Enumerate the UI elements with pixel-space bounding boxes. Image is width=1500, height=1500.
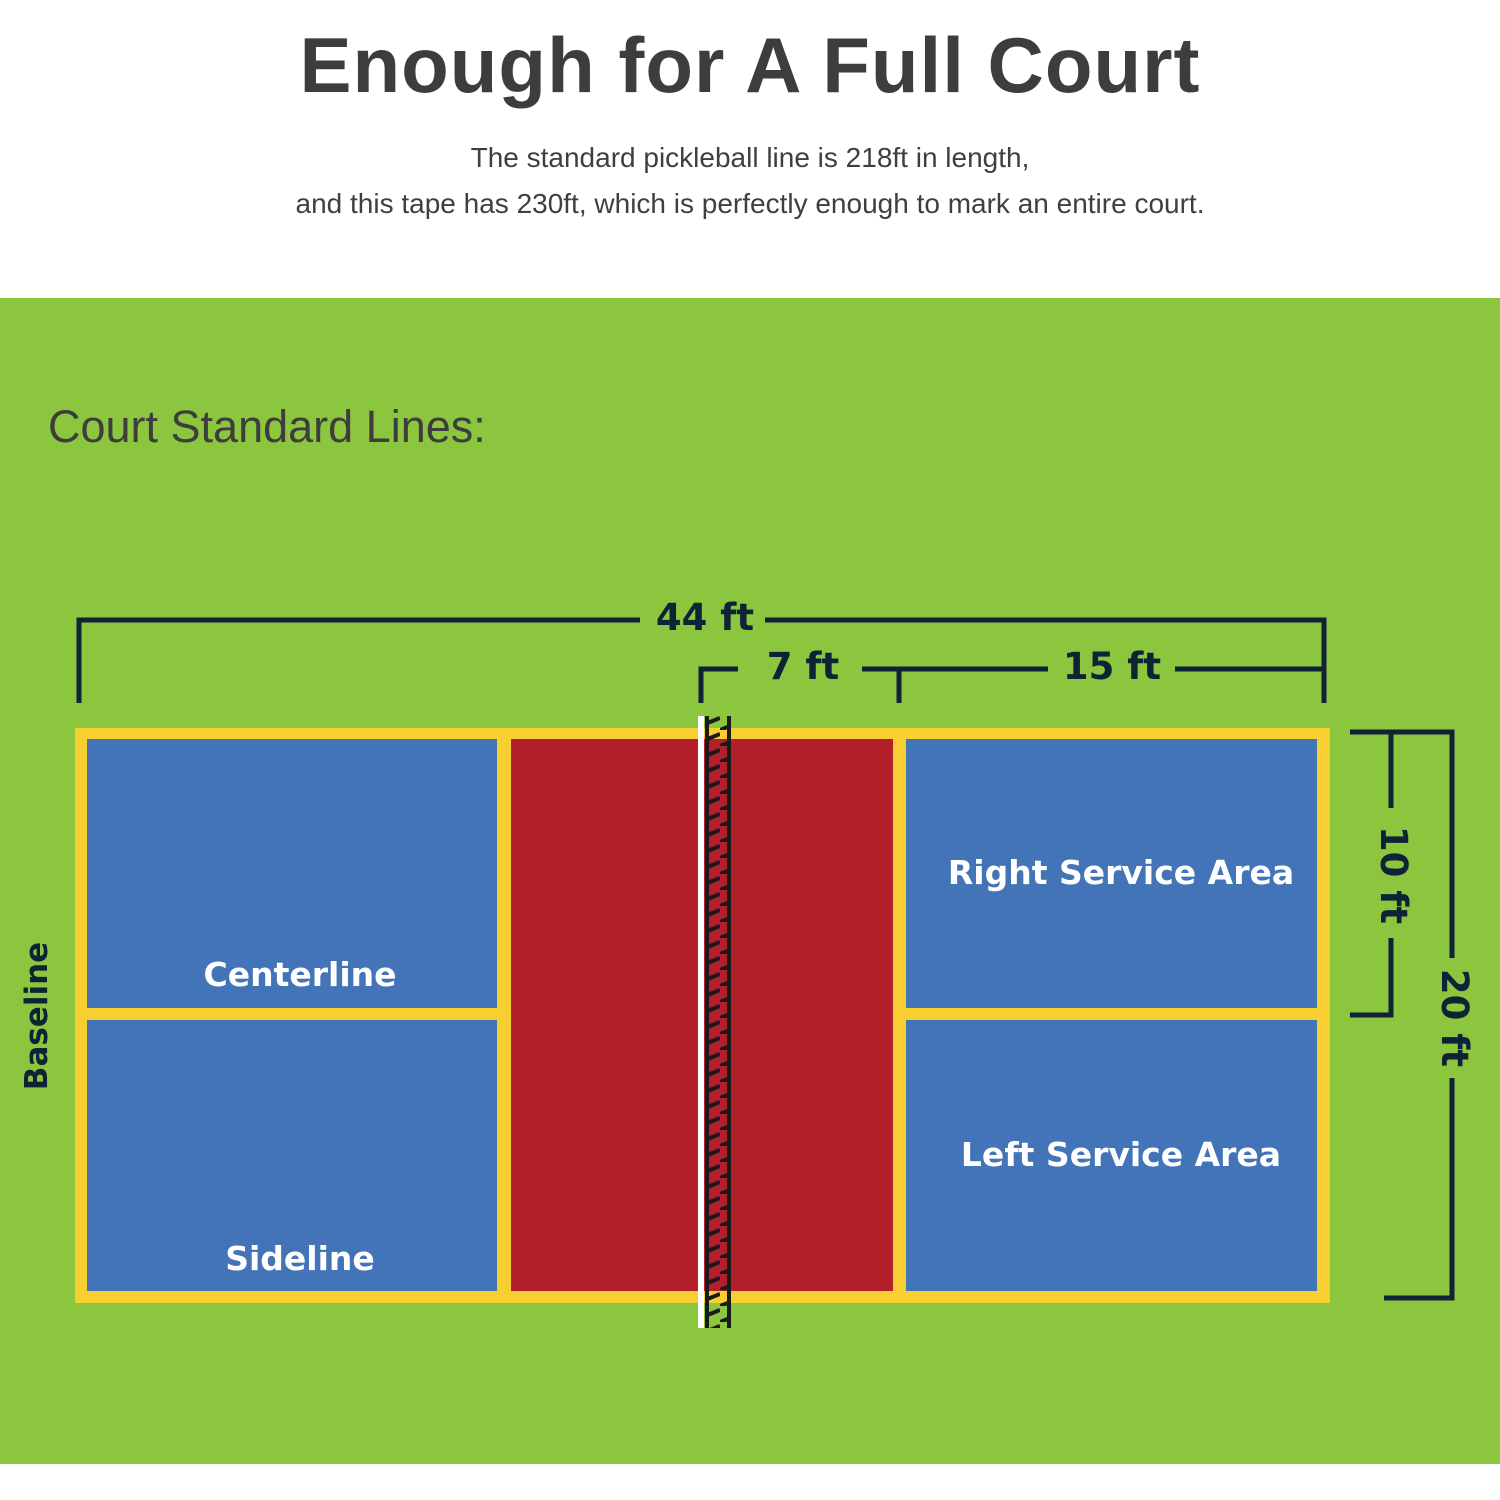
baseline-label: Baseline xyxy=(19,942,55,1090)
dim-20ft-line-bottom xyxy=(1384,1078,1455,1301)
dim-44ft-label: 44 ft xyxy=(656,596,754,639)
dim-20ft-label: 20 ft xyxy=(1433,969,1476,1067)
service-box-right-bottom xyxy=(906,1020,1317,1291)
court-lines-heading: Court Standard Lines: xyxy=(48,401,486,452)
dim-44ft-line-right xyxy=(765,617,1327,703)
centerline-label: Centerline xyxy=(203,955,396,994)
dim-15ft-label: 15 ft xyxy=(1063,645,1161,688)
page-title: Enough for A Full Court xyxy=(299,21,1201,109)
dim-7ft-line-right xyxy=(862,666,902,703)
dim-7ft-line-left xyxy=(698,666,738,703)
dim-10ft-label: 10 ft xyxy=(1372,826,1415,924)
court-panel: 44 ft 7 ft 15 ft 10 ft 20 ft Baseline Ce… xyxy=(0,298,1500,1464)
dimension-lines xyxy=(76,617,1455,1301)
dim-10ft-line-bottom xyxy=(1350,938,1394,1018)
right-service-area-label: Right Service Area xyxy=(948,853,1294,892)
subtitle-line-2: and this tape has 230ft, which is perfec… xyxy=(295,188,1205,219)
court-diagram: 44 ft 7 ft 15 ft 10 ft 20 ft Baseline Ce… xyxy=(19,596,1476,1328)
net xyxy=(698,716,731,1328)
sideline-label: Sideline xyxy=(225,1239,375,1278)
service-box-right-top xyxy=(906,739,1317,1008)
dim-44ft-line-left xyxy=(76,617,640,703)
service-box-left-top xyxy=(87,739,497,1008)
subtitle-line-1: The standard pickleball line is 218ft in… xyxy=(470,142,1030,173)
service-box-left-bottom xyxy=(87,1020,497,1291)
net-mesh xyxy=(706,716,730,1328)
left-service-area-label: Left Service Area xyxy=(961,1135,1281,1174)
net-post xyxy=(698,716,704,1328)
dim-7ft-label: 7 ft xyxy=(767,645,839,688)
header: Enough for A Full Court The standard pic… xyxy=(0,0,1500,298)
dim-10ft-line-top xyxy=(1358,729,1394,808)
